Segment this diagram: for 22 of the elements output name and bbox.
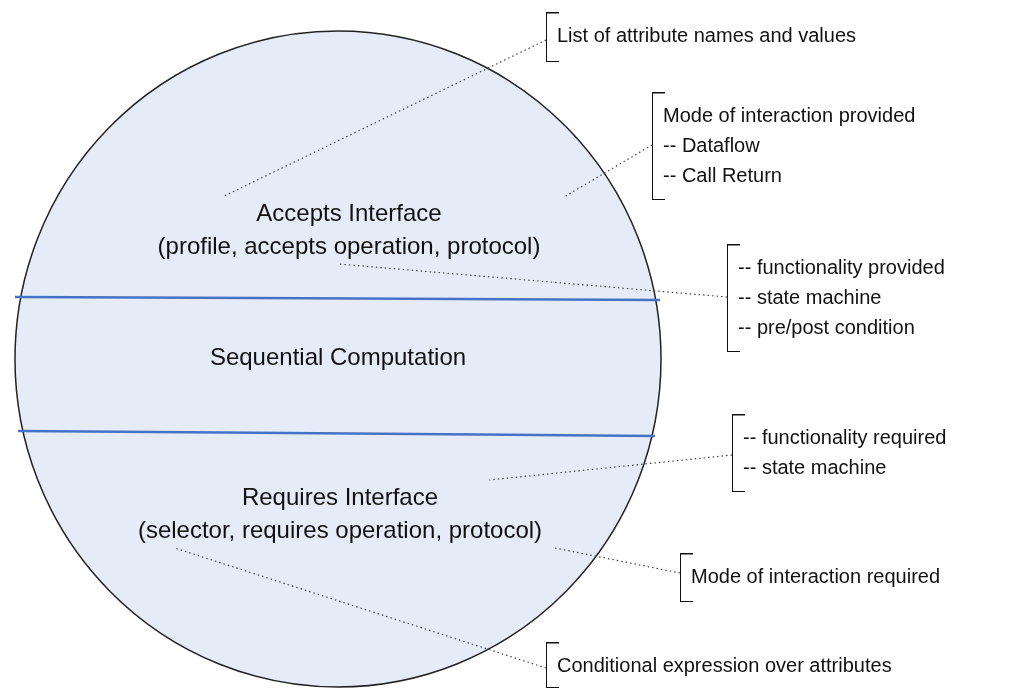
leader-line [174,547,547,669]
callout-text: -- state machine [743,455,888,480]
section-label: Sequential Computation [170,340,506,378]
callout-text: -- pre/post condition [738,315,916,340]
callout-text: -- functionality provided [738,255,946,280]
callout-text: Conditional expression over attributes [557,653,893,678]
callout-text: -- state machine [738,285,883,310]
section-label: Requires Interface [240,482,440,512]
leader-line [223,39,547,197]
section-detail: (selector, requires operation, protocol) [136,515,544,545]
section-label: Accepts Interface [255,198,443,228]
section-detail: (profile, accepts operation, protocol) [156,231,542,261]
leader-line [565,144,653,197]
leader-line [488,454,733,481]
leader-line [337,263,728,298]
leader-line [554,547,681,574]
callout-text: -- Dataflow [663,133,761,158]
callout-text: Mode of interaction required [691,564,942,589]
callout-text: Mode of interaction provided [663,103,917,128]
callout-text: -- functionality required [743,425,948,450]
callout-text: -- Call Return [663,163,783,188]
callout-text: List of attribute names and values [557,23,858,48]
